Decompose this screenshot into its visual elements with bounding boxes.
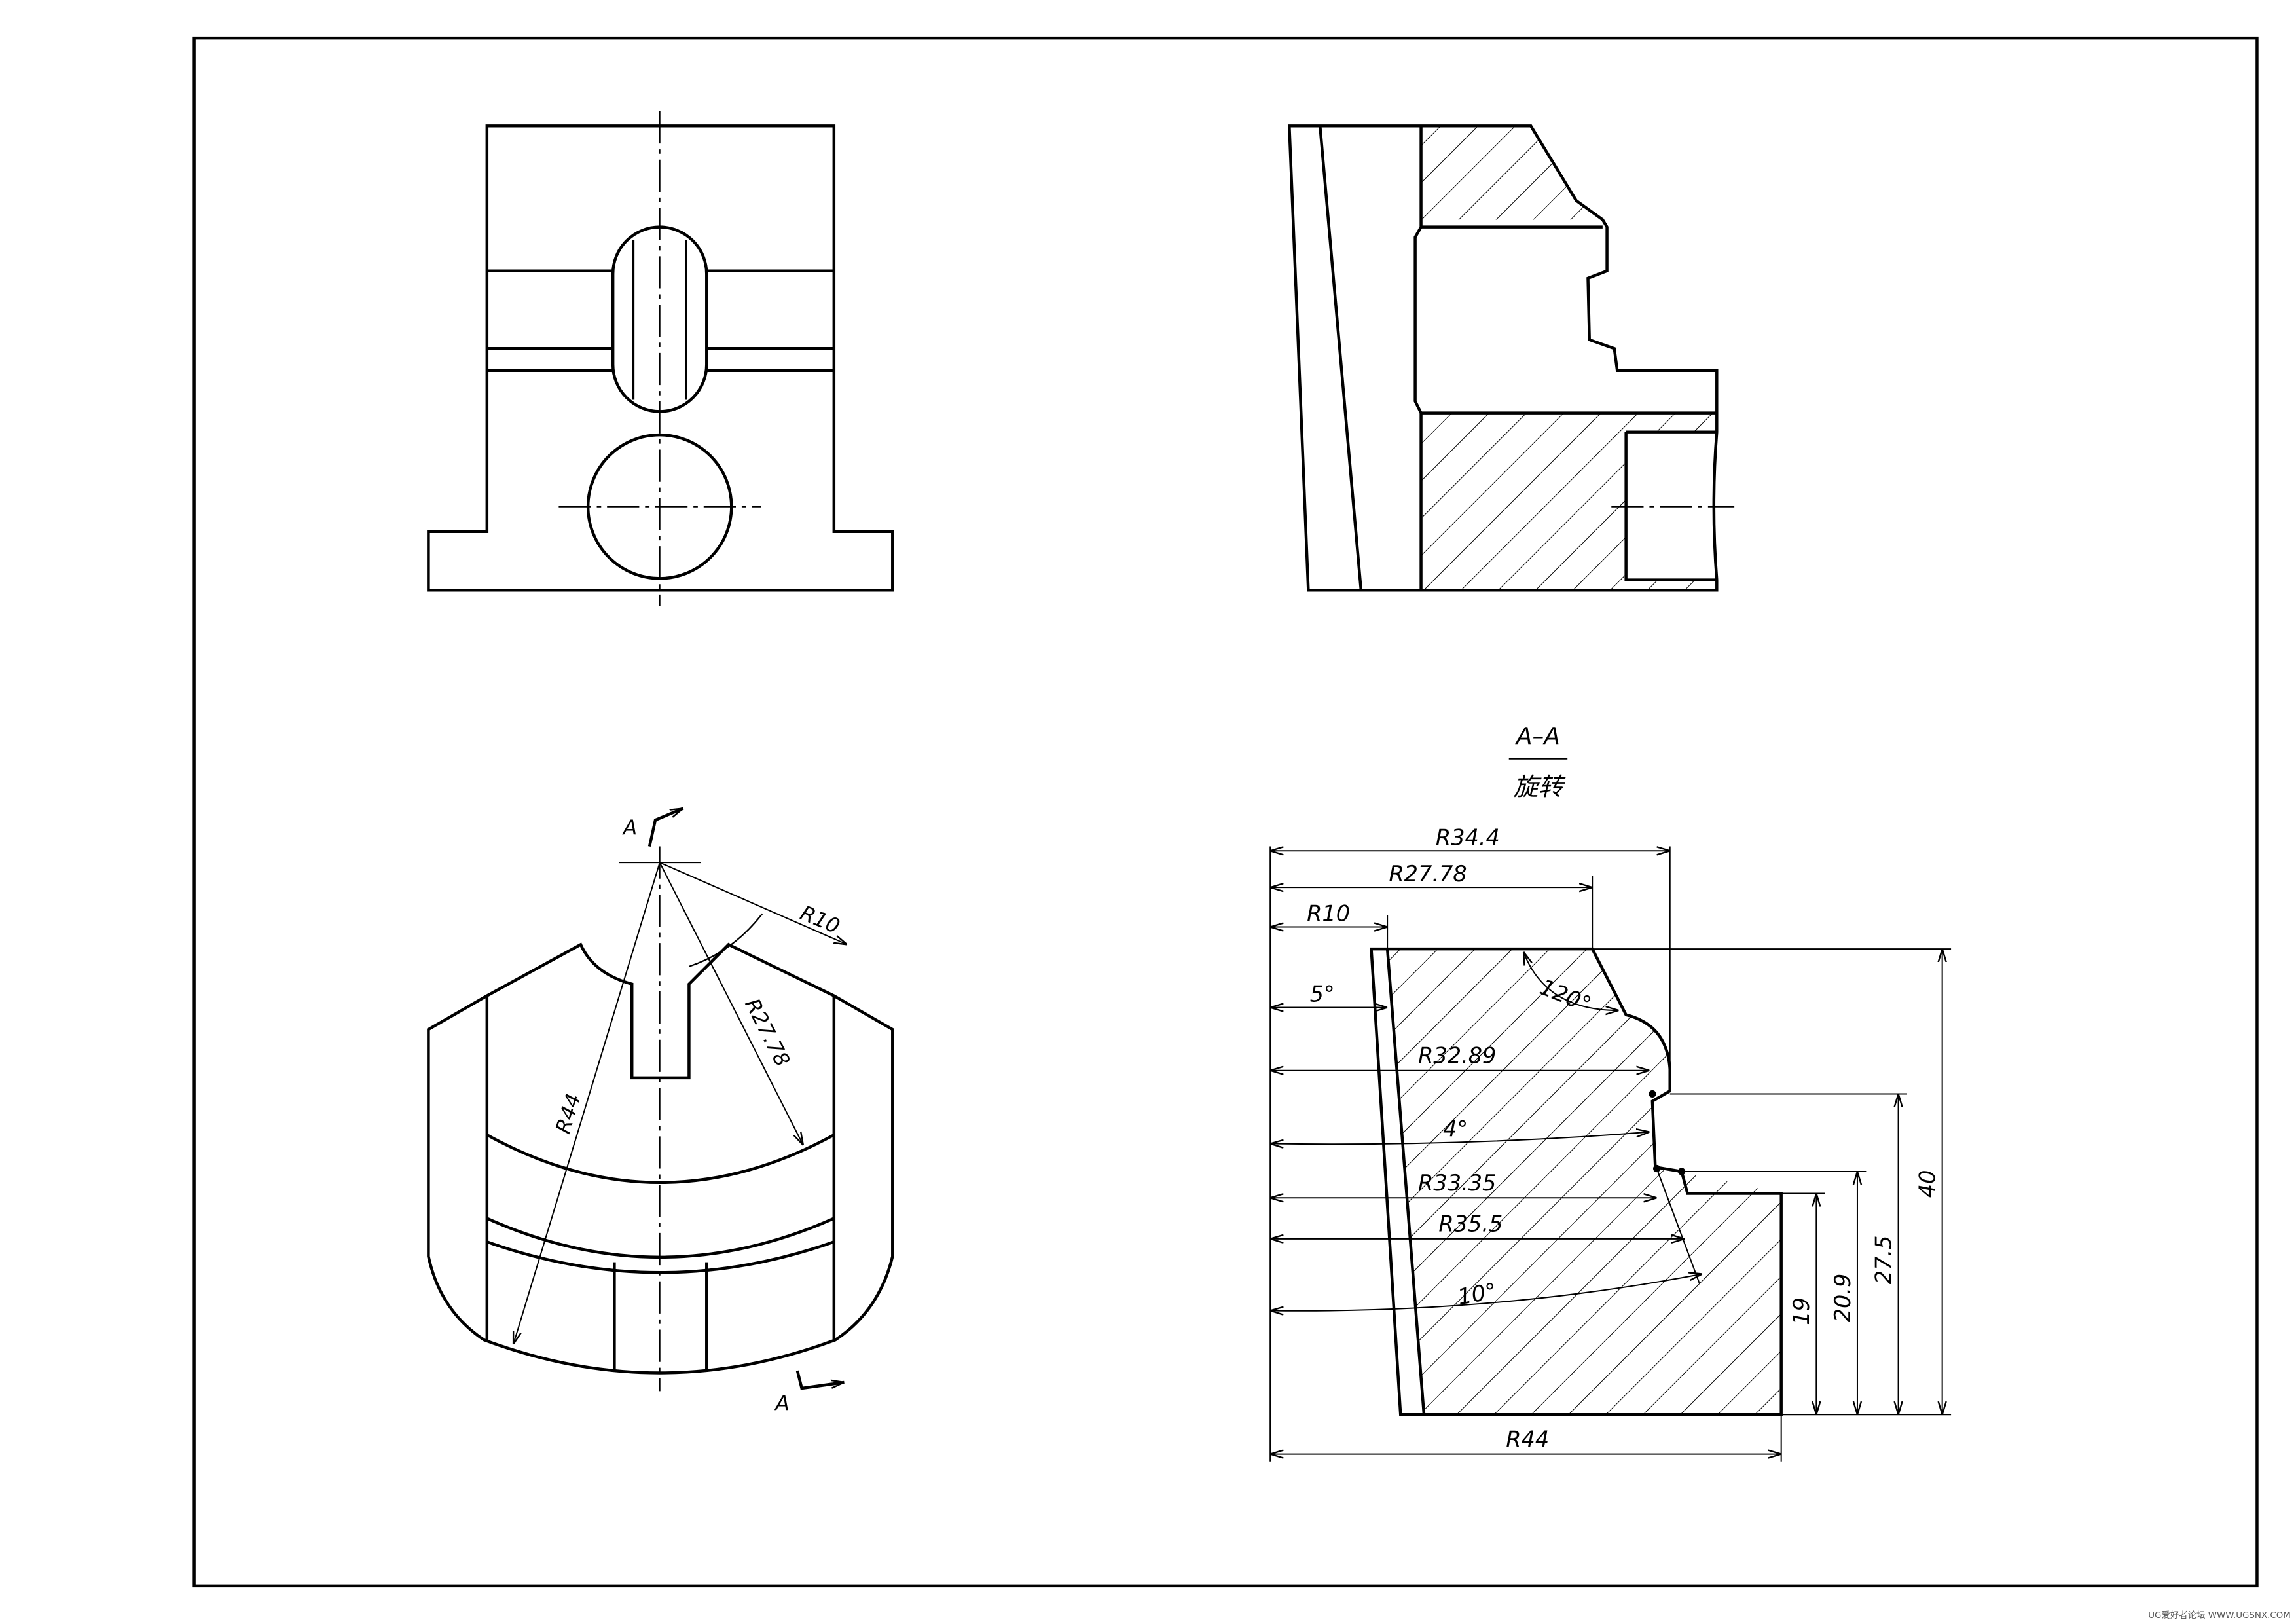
section-title: A–A <box>1515 723 1560 750</box>
section-taper-edge <box>1385 948 1426 1415</box>
section-dim-40: 40 <box>1914 1170 1940 1198</box>
cut-marker-arrow-top <box>647 807 683 847</box>
side-view-outline <box>1287 124 1719 592</box>
section-view <box>1269 847 1952 1462</box>
plan-view-r27-leader <box>659 862 803 1145</box>
side-view-hatched-lower <box>1421 413 1717 591</box>
plan-dim-r44: R44 <box>551 1091 585 1136</box>
section-dim-4deg: 4° <box>1443 1116 1468 1141</box>
dim-120deg-arc <box>1523 952 1618 1010</box>
section-dim-r32-89: R32.89 <box>1418 1043 1496 1069</box>
plan-view <box>427 807 894 1392</box>
plan-dim-r27-78: R27.78 <box>740 995 794 1071</box>
plan-view-outline <box>427 942 894 1375</box>
section-dim-r44: R44 <box>1506 1426 1549 1452</box>
plan-view-arc <box>486 1134 835 1184</box>
watermark: UG爱好者论坛 WWW.UGSNX.COM <box>2148 1610 2291 1621</box>
section-outline <box>1370 947 1783 1416</box>
section-point <box>1649 1090 1656 1098</box>
section-dim-19: 19 <box>1789 1297 1814 1325</box>
section-dim-20-9: 20.9 <box>1830 1274 1855 1323</box>
section-dim-r33-35: R33.35 <box>1418 1170 1496 1196</box>
plan-view-r10-leader <box>659 862 847 944</box>
plan-view-r44-leader <box>513 862 661 1344</box>
dim-r33-35-leader <box>1656 1168 1700 1283</box>
side-view <box>1287 124 1735 592</box>
plan-view-arc <box>486 1217 835 1259</box>
plan-view-r10-arc <box>689 913 763 967</box>
section-dim-r27-78: R27.78 <box>1389 861 1467 887</box>
front-view-outline <box>427 124 894 592</box>
dim-10deg-line <box>1270 1274 1702 1311</box>
side-view-cavity <box>1413 126 1717 415</box>
section-dim-5deg: 5° <box>1310 982 1335 1007</box>
section-dim-r35-5: R35.5 <box>1438 1211 1503 1237</box>
section-dim-r34-4: R34.4 <box>1436 824 1500 850</box>
section-subtitle: 旋转 <box>1513 772 1565 801</box>
front-view <box>427 111 894 606</box>
section-dim-27-5: 27.5 <box>1870 1236 1896 1285</box>
section-dim-r10: R10 <box>1307 901 1350 927</box>
side-view-hatched-upper <box>1421 126 1597 220</box>
cut-marker-label-top: A <box>622 817 637 840</box>
side-view-taper-edge <box>1319 126 1363 591</box>
dim-4deg-line <box>1270 1132 1649 1145</box>
side-view-bore <box>1624 430 1717 581</box>
cut-marker-label-bottom: A <box>774 1392 789 1416</box>
drawing-border <box>192 36 2259 1588</box>
cut-marker-arrow-bottom <box>795 1370 845 1390</box>
